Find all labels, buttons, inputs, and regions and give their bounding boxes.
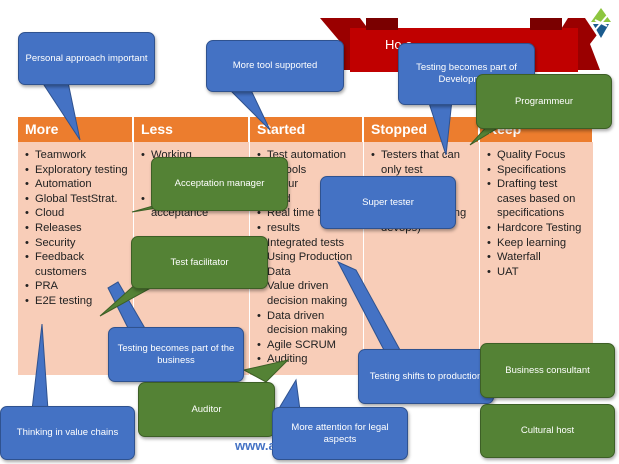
callout-personal-approach: Personal approach important xyxy=(18,32,155,85)
list-item: Exploratory testing xyxy=(22,163,129,178)
list-item: Waterfall xyxy=(484,250,589,265)
callout-legal-aspects: More attention for legal aspects xyxy=(272,407,408,460)
callout-value-chains: Thinking in value chains xyxy=(0,406,135,460)
list-item: Automation xyxy=(22,177,129,192)
callout-test-facilitator: Test facilitator xyxy=(131,236,268,289)
logo-icon xyxy=(585,2,617,42)
list-item: Global TestStrat. xyxy=(22,192,129,207)
list-item: Hardcore Testing xyxy=(484,221,589,236)
list-item: Agile SCRUM xyxy=(254,338,359,353)
list-item: Quality Focus xyxy=(484,148,589,163)
list-item: PRA xyxy=(22,279,129,294)
list-item: Testers that can only test xyxy=(368,148,475,177)
callout-super-tester: Super tester xyxy=(320,176,456,229)
list-item: results xyxy=(254,221,359,236)
list-item: Keep learning xyxy=(484,236,589,251)
callout-auditor: Auditor xyxy=(138,382,275,437)
callout-acceptation-manager: Acceptation manager xyxy=(151,157,288,211)
callout-cultural-host: Cultural host xyxy=(480,404,615,458)
callout-programmeur: Programmeur xyxy=(476,74,612,129)
callout-business-consultant: Business consultant xyxy=(480,343,615,398)
list-item: Test automation xyxy=(254,148,359,163)
column-keep: Keep Quality Focus Specifications Drafti… xyxy=(480,117,593,375)
footer-url: www.a xyxy=(235,438,276,453)
list-item: Releases xyxy=(22,221,129,236)
callout-testing-business: Testing becomes part of the business xyxy=(108,327,244,382)
list-item: Teamwork xyxy=(22,148,129,163)
callout-testing-production: Testing shifts to production xyxy=(358,349,494,404)
column-list: Quality Focus Specifications Drafting te… xyxy=(484,148,589,279)
column-list: Teamwork Exploratory testing Automation … xyxy=(22,148,129,309)
list-item: Security xyxy=(22,236,129,251)
list-item: Drafting test cases based on specificati… xyxy=(484,177,589,221)
list-item: E2E testing xyxy=(22,294,129,309)
list-item: Cloud xyxy=(22,206,129,221)
callout-more-tool: More tool supported xyxy=(206,40,344,92)
list-item: Specifications xyxy=(484,163,589,178)
list-item: UAT xyxy=(484,265,589,280)
list-item: Feedback customers xyxy=(22,250,129,279)
column-header: Stopped xyxy=(364,117,479,142)
list-item: Data driven decision making xyxy=(254,309,359,338)
list-item: Integrated tests xyxy=(254,236,359,251)
list-item: Using Production Data xyxy=(254,250,359,279)
column-header: Less xyxy=(134,117,249,142)
list-item: Value driven decision making xyxy=(254,279,359,308)
